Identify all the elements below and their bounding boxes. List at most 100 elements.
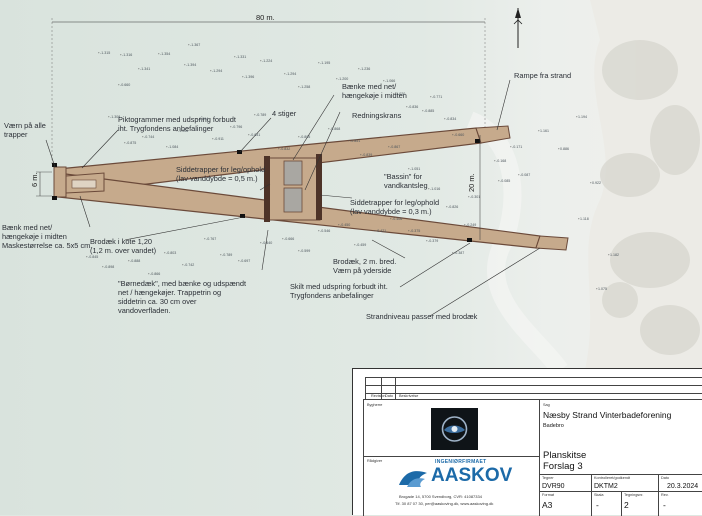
depth-sounding: -0.888	[130, 259, 140, 263]
label-siddetrapper-right: Siddetrapper for leg/ophold(lav vanddybd…	[350, 198, 439, 216]
depth-sounding: -0.789	[256, 113, 266, 117]
depth-sounding-point	[102, 266, 104, 268]
depth-sounding: -0.885	[424, 109, 434, 113]
depth-sounding-point	[260, 242, 262, 244]
depth-sounding-point	[318, 62, 320, 64]
depth-sounding: -1.394	[186, 63, 196, 67]
rev-col-revision: Revision	[371, 394, 386, 398]
client-logo	[431, 408, 478, 450]
dimension-height-text: 20 m.	[467, 173, 476, 192]
depth-sounding-point	[578, 218, 580, 220]
depth-sounding: -1.051	[410, 167, 420, 171]
skala-value: -	[596, 500, 599, 510]
depth-sounding: -0.771	[432, 95, 442, 99]
depth-sounding-point	[590, 182, 592, 184]
depth-sounding: -0.845	[88, 255, 98, 259]
dimension-length: 80 m.	[51, 13, 486, 165]
pier-head	[53, 166, 67, 198]
format-value: A3	[542, 500, 553, 510]
depth-sounding: -0.085	[500, 179, 510, 183]
depth-sounding-point	[318, 230, 320, 232]
depth-sounding-point	[408, 168, 410, 170]
depth-sounding-point	[518, 174, 520, 176]
label-strandniveau: Strandniveau passer med brodæk	[366, 312, 478, 321]
depth-sounding: -0.826	[448, 205, 458, 209]
depth-sounding-point	[148, 273, 150, 275]
depth-sounding: -0.168	[496, 159, 506, 163]
dato-value: 20.3.2024	[667, 483, 699, 490]
depth-sounding: -1.294	[212, 69, 222, 73]
depth-sounding-point	[358, 68, 360, 70]
depth-sounding-point	[336, 78, 338, 80]
depth-sounding: 1.182	[610, 253, 619, 257]
depth-sounding-point	[138, 68, 140, 70]
tegner-value: DVR90	[542, 483, 565, 490]
depth-sounding-point	[124, 142, 126, 144]
dimension-height: 20 m.	[467, 135, 481, 240]
tegningsnr-value: 2	[624, 500, 629, 510]
depth-sounding-point	[212, 138, 214, 140]
dimension-length-text: 80 m.	[256, 13, 275, 22]
depth-sounding-point	[390, 218, 392, 220]
depth-sounding: -0.803	[166, 251, 176, 255]
depth-sounding: -1.084	[168, 145, 178, 149]
depth-sounding-point	[510, 146, 512, 148]
depth-sounding: -1.020	[395, 92, 405, 96]
basin-top	[283, 160, 303, 186]
depth-sounding: -0.459	[356, 243, 366, 247]
depth-sounding-point	[388, 146, 390, 148]
aaskov-address: Brogade 14, 5700 Svendborg, CVR: 4108733…	[399, 494, 482, 499]
depth-sounding-point	[260, 60, 262, 62]
depth-sounding-point	[220, 254, 222, 256]
depth-sounding-point	[422, 110, 424, 112]
depth-sounding: 1.118	[580, 217, 589, 221]
depth-sounding-point	[118, 84, 120, 86]
depth-sounding-point	[98, 52, 100, 54]
depth-sounding-point	[210, 70, 212, 72]
depth-sounding: -0.375	[410, 229, 420, 233]
aaskov-subtitle: INGENIØRFIRMAET	[435, 459, 487, 465]
depth-sounding-point	[348, 140, 350, 142]
label-baenke-top: Bænke med net/hængekøje i midten	[342, 82, 407, 100]
depth-sounding: -0.421	[376, 229, 386, 233]
label-siddetrapper-left: Siddetrapper for leg/ophold(lav vanddybd…	[176, 165, 265, 183]
depth-sounding: -0.834	[446, 117, 456, 121]
depth-sounding-point	[164, 252, 166, 254]
depth-sounding-point	[383, 80, 385, 82]
depth-sounding: -0.911	[214, 137, 224, 141]
dato-label: Dato	[661, 476, 670, 480]
depth-sounding: -0.744	[144, 135, 154, 139]
depth-sounding: -0.171	[512, 145, 522, 149]
depth-sounding-point	[238, 260, 240, 262]
plan-title: Planskitse	[543, 450, 587, 461]
depth-sounding-point	[282, 238, 284, 240]
depth-sounding: 1.075	[598, 287, 607, 291]
depth-sounding-point	[298, 250, 300, 252]
depth-sounding-point	[284, 73, 286, 75]
depth-sounding: -1.195	[320, 61, 330, 65]
depth-sounding: -1.354	[160, 52, 170, 56]
basin-bottom	[283, 187, 303, 213]
depth-sounding-point	[444, 118, 446, 120]
depth-sounding-point	[230, 126, 232, 128]
depth-sounding: -1.006	[178, 129, 188, 133]
depth-sounding: 0.922	[592, 181, 601, 185]
depth-sounding: -1.367	[190, 43, 200, 47]
depth-sounding: -1.016	[430, 187, 440, 191]
depth-sounding-point	[328, 128, 330, 130]
depth-sounding: -0.660	[120, 83, 130, 87]
depth-sounding: -1.331	[236, 55, 246, 59]
depth-sounding-point	[558, 148, 560, 150]
depth-sounding: -0.851	[350, 139, 360, 143]
depth-sounding: -0.836	[408, 105, 418, 109]
depth-sounding: -0.249	[466, 223, 476, 227]
depth-sounding: -0.599	[300, 249, 310, 253]
depth-sounding-point	[464, 224, 466, 226]
depth-sounding-point	[158, 53, 160, 55]
rev-label: Rev.	[661, 493, 669, 497]
